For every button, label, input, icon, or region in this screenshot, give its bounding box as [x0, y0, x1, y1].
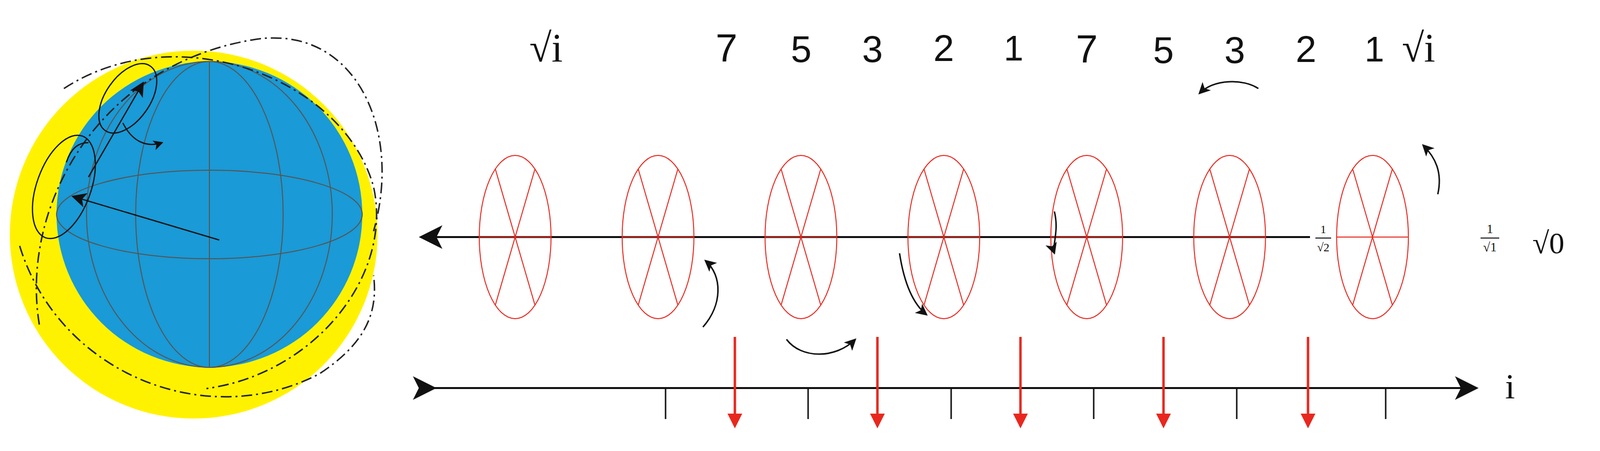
red-arrow-group	[734, 336, 1309, 426]
sequence-number: 1	[1364, 31, 1385, 67]
fraction-term: √2	[1316, 241, 1330, 254]
red-arrow	[1162, 336, 1165, 426]
sequence-number: 5	[790, 30, 812, 68]
ring-group	[479, 155, 1409, 319]
tick	[807, 387, 810, 419]
sequence-number: 1	[1003, 30, 1024, 66]
ring	[1193, 155, 1266, 319]
fraction-term: 1	[1320, 223, 1327, 235]
tick	[1236, 387, 1238, 419]
sequence-number: 5	[1153, 31, 1174, 69]
ring	[479, 155, 552, 319]
red-arrow	[733, 336, 737, 426]
tick	[1385, 387, 1387, 419]
rotation-arrows	[702, 81, 1440, 354]
sequence-number: 3	[1224, 31, 1246, 69]
i-axis	[432, 386, 1475, 389]
sequence-number: 2	[933, 29, 955, 67]
sequence-number: 2	[1295, 30, 1317, 68]
tick-group	[665, 387, 1386, 419]
main-axis	[422, 235, 1310, 238]
ring-cross	[764, 236, 837, 238]
ring-cross	[622, 236, 695, 238]
fraction-bar	[1315, 237, 1332, 239]
ring-cross	[1336, 236, 1409, 238]
sequence-number: 3	[862, 30, 883, 68]
tick	[665, 387, 667, 419]
red-arrow	[1019, 336, 1022, 426]
ring-cross	[1193, 236, 1266, 238]
red-arrow	[876, 336, 879, 426]
red-arrow	[1307, 336, 1310, 426]
ring-cross	[479, 236, 552, 238]
sequence-number: √i	[1401, 28, 1436, 69]
tick	[950, 387, 953, 419]
tick	[1093, 387, 1095, 419]
fraction-term: √0	[1532, 227, 1565, 259]
ring-cross	[1050, 236, 1123, 238]
fraction-term: √1	[1483, 240, 1497, 254]
ring	[622, 155, 695, 319]
ring	[764, 155, 837, 319]
ring	[1336, 155, 1409, 319]
fraction-bar	[1480, 237, 1500, 239]
ring	[907, 155, 980, 319]
sequence-number: √i	[529, 28, 563, 69]
sphere	[9, 37, 382, 419]
ring-cross	[907, 236, 980, 238]
fraction-term: 1	[1486, 222, 1494, 236]
ring	[1050, 155, 1123, 319]
sequence-number: 7	[1076, 29, 1099, 69]
axis-label: i	[1505, 368, 1515, 405]
sequence-number: 7	[715, 28, 738, 68]
